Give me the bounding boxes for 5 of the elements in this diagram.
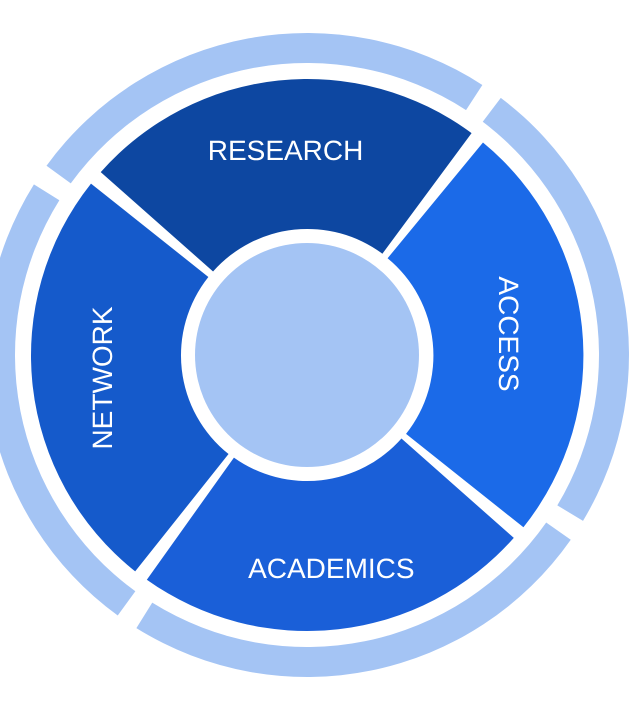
center-circle: [195, 243, 419, 467]
segment-label: RESEARCH: [208, 135, 364, 168]
segment-label: ACCESS: [492, 276, 524, 392]
segment-label: ACADEMICS: [248, 552, 415, 585]
segment-label: NETWORK: [87, 306, 120, 450]
